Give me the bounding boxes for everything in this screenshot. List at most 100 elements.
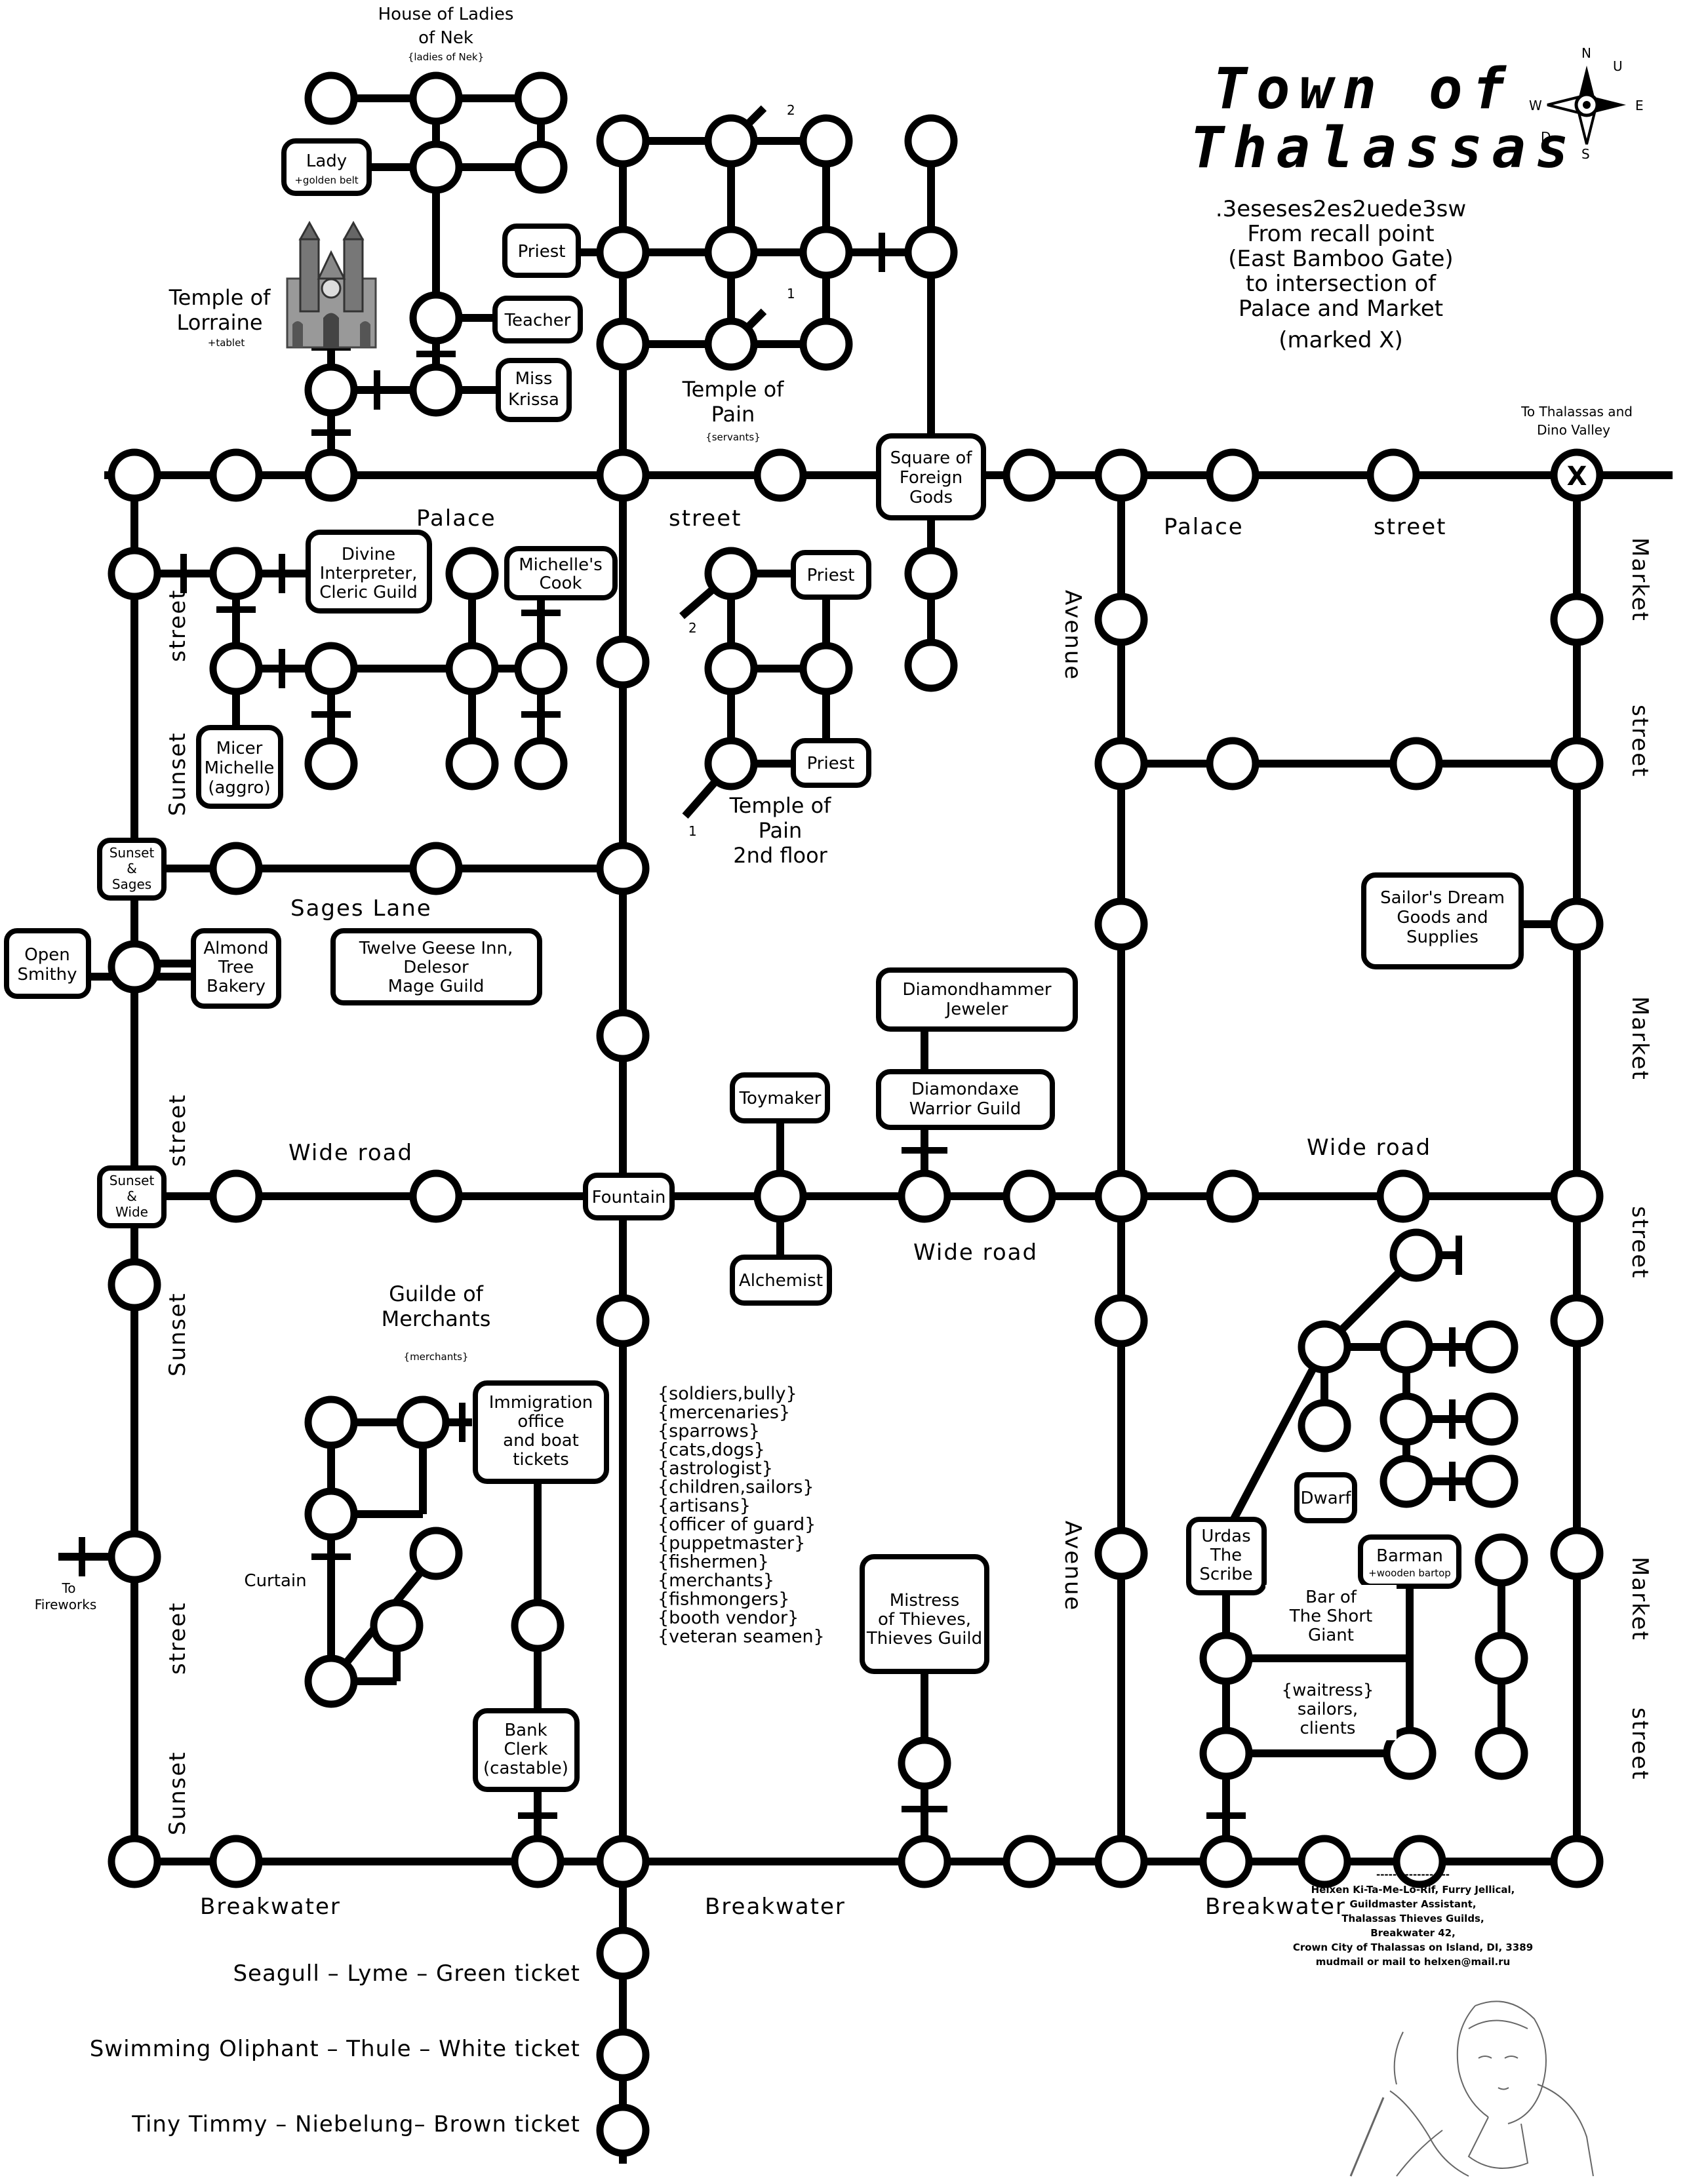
room-node[interactable] [1094, 1527, 1148, 1580]
room-node[interactable] [596, 1294, 650, 1348]
room-node[interactable] [596, 448, 650, 502]
room-node[interactable] [209, 1835, 263, 1888]
room-node[interactable] [1002, 448, 1056, 502]
room-node[interactable] [596, 2103, 650, 2157]
room-node[interactable] [704, 317, 758, 371]
room-node[interactable] [209, 448, 263, 502]
room-node[interactable] [1379, 1320, 1433, 1374]
room-node[interactable] [1298, 1399, 1351, 1453]
room-node[interactable] [799, 225, 853, 279]
room-node[interactable] [1206, 448, 1260, 502]
sunset-wide-box[interactable] [97, 1165, 167, 1228]
dwarf-box[interactable] [1294, 1472, 1357, 1523]
room-node[interactable] [304, 1654, 358, 1708]
room-node[interactable] [704, 225, 758, 279]
room-node[interactable] [1002, 1835, 1056, 1888]
urdas-box[interactable] [1186, 1517, 1267, 1595]
room-node[interactable] [1199, 1835, 1253, 1888]
room-node[interactable] [596, 1926, 650, 1980]
room-node[interactable] [108, 1530, 161, 1584]
room-node[interactable] [704, 642, 758, 695]
room-node[interactable] [108, 1258, 161, 1312]
room-node[interactable] [596, 317, 650, 371]
priest-box[interactable] [791, 550, 871, 600]
room-node[interactable] [409, 1527, 463, 1580]
room-node[interactable] [1475, 1726, 1528, 1780]
room-node[interactable] [1389, 1228, 1443, 1282]
room-node[interactable] [445, 642, 499, 695]
square-foreign-gods-box[interactable] [876, 433, 986, 520]
room-node[interactable] [209, 547, 263, 600]
room-node[interactable] [1002, 1169, 1056, 1223]
room-node[interactable] [1199, 1726, 1253, 1780]
room-node[interactable] [596, 2028, 650, 2082]
room-node[interactable] [1094, 1835, 1148, 1888]
room-node[interactable] [1366, 448, 1420, 502]
room-node[interactable] [904, 225, 958, 279]
room-node[interactable] [445, 547, 499, 600]
bank-clerk-box[interactable] [473, 1708, 580, 1792]
barman-box[interactable] [1358, 1534, 1461, 1589]
room-node[interactable] [596, 1835, 650, 1888]
room-node[interactable] [409, 842, 463, 895]
sailors-dream-box[interactable] [1361, 872, 1524, 969]
room-node[interactable] [799, 114, 853, 168]
room-node[interactable] [898, 1169, 951, 1223]
sunset-sages-box[interactable] [97, 838, 167, 901]
room-node[interactable] [1094, 593, 1148, 646]
room-node[interactable] [304, 1395, 358, 1449]
fountain-box[interactable] [583, 1173, 675, 1220]
room-node[interactable] [304, 448, 358, 502]
room-node[interactable] [1550, 1835, 1604, 1888]
room-node[interactable] [409, 71, 463, 125]
diamondhammer-box[interactable] [876, 967, 1078, 1032]
room-node[interactable] [596, 225, 650, 279]
room-node[interactable] [799, 317, 853, 371]
room-node[interactable] [1550, 897, 1604, 951]
michelles-cook-box[interactable] [504, 546, 618, 600]
room-node[interactable] [1550, 1527, 1604, 1580]
room-node[interactable] [304, 737, 358, 790]
diamondaxe-box[interactable] [876, 1069, 1055, 1130]
room-node[interactable] [396, 1395, 450, 1449]
almond-bakery-box[interactable] [191, 928, 281, 1009]
room-node[interactable] [514, 140, 568, 194]
room-node[interactable] [753, 1169, 807, 1223]
room-node[interactable] [409, 363, 463, 417]
room-node[interactable] [704, 547, 758, 600]
alchemist-box[interactable] [730, 1255, 832, 1306]
room-node[interactable] [1199, 1631, 1253, 1685]
room-node[interactable] [304, 71, 358, 125]
room-node[interactable] [511, 1599, 565, 1652]
room-node[interactable] [898, 1736, 951, 1790]
room-node[interactable] [304, 1487, 358, 1541]
room-node[interactable] [1094, 897, 1148, 951]
room-node[interactable] [1550, 737, 1604, 790]
priest-box[interactable] [791, 738, 871, 788]
room-node[interactable] [799, 642, 853, 695]
room-node[interactable] [1475, 1533, 1528, 1587]
room-node[interactable] [209, 842, 263, 895]
room-node[interactable] [409, 1169, 463, 1223]
room-node[interactable] [1094, 1169, 1148, 1223]
room-node[interactable] [108, 448, 161, 502]
room-node[interactable] [753, 448, 807, 502]
room-node[interactable] [1550, 1294, 1604, 1348]
teacher-box[interactable] [492, 296, 583, 343]
room-node[interactable] [304, 363, 358, 417]
room-node[interactable] [1465, 1392, 1518, 1446]
room-node[interactable] [904, 114, 958, 168]
room-node[interactable] [1393, 1835, 1446, 1888]
room-node[interactable] [1094, 1294, 1148, 1348]
room-node[interactable] [209, 642, 263, 695]
room-node[interactable] [409, 140, 463, 194]
toymaker-box[interactable] [730, 1072, 830, 1123]
immigration-box[interactable] [473, 1380, 609, 1484]
room-node[interactable] [1389, 737, 1443, 790]
room-node[interactable] [1465, 1320, 1518, 1374]
room-node[interactable] [1475, 1631, 1528, 1685]
room-node[interactable] [904, 547, 958, 600]
room-node[interactable] [596, 842, 650, 895]
room-node[interactable] [704, 737, 758, 790]
room-node[interactable] [445, 737, 499, 790]
